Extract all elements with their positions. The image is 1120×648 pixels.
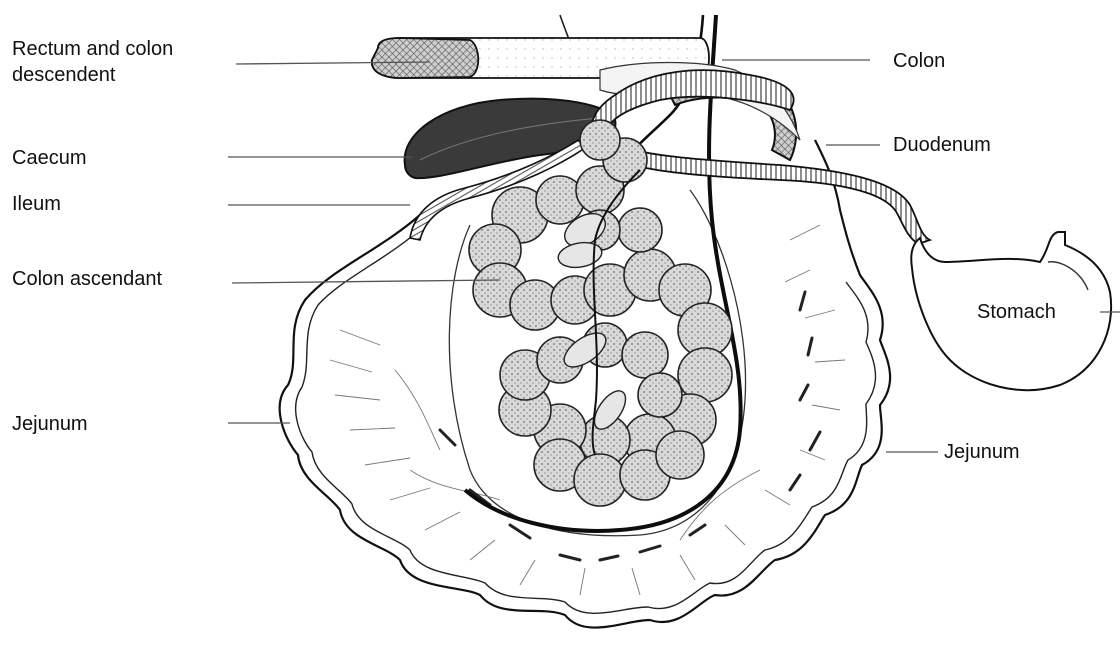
label-jejunum-right: Jejunum	[944, 439, 1020, 465]
label-jejunum-left: Jejunum	[12, 411, 88, 437]
label-rectum-line-1: Rectum and colon	[12, 36, 173, 62]
label-colon-ascendant: Colon ascendant	[12, 266, 162, 292]
label-stomach: Stomach	[977, 299, 1056, 325]
jejunum-outer-wall	[280, 140, 890, 628]
label-rectum-colon-descendent: Rectum and colon descendent	[12, 36, 173, 88]
rectum	[372, 38, 478, 78]
label-caecum: Caecum	[12, 145, 86, 171]
label-rectum-line-2: descendent	[12, 62, 173, 88]
leader-colon-ascendant	[232, 280, 500, 283]
label-ileum: Ileum	[12, 191, 61, 217]
label-colon: Colon	[893, 48, 945, 74]
label-duodenum: Duodenum	[893, 132, 991, 158]
